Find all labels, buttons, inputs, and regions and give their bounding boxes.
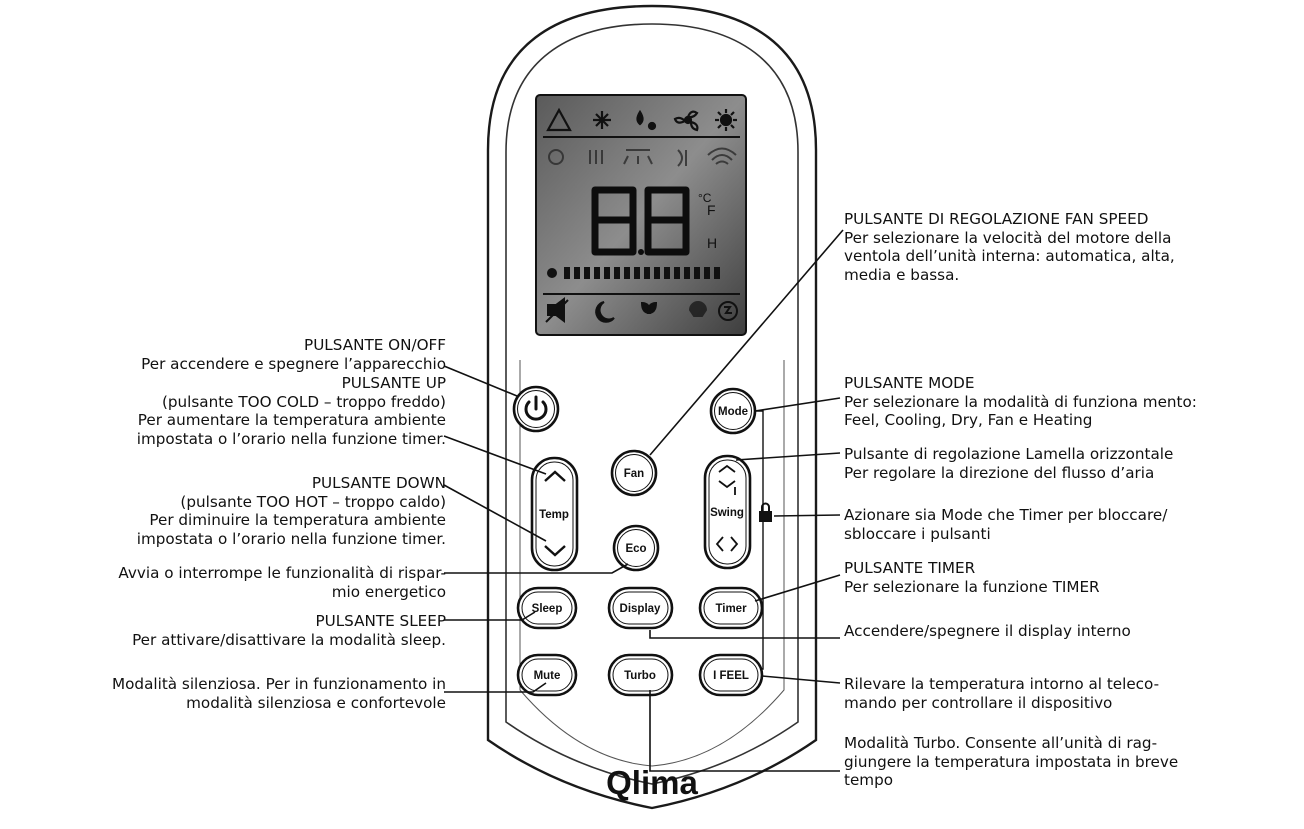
power-icon [524,400,548,421]
label-ifeel: Rilevare la temperatura intorno al telec… [844,675,1159,712]
label-swing: Pulsante di regolazione Lamella orizzont… [844,445,1173,482]
turbo-button-label: Turbo [624,670,656,682]
label-display-desc-1: Accendere/spegnere il display interno [844,622,1131,640]
label-mute-desc-2: modalità silenziosa e confortevole [186,693,446,712]
lcd-unit-h: H [707,235,717,251]
brand-logo: Qlima [606,764,698,801]
label-down-desc-2: Per diminuire la temperatura ambiente [149,511,446,529]
temp-up-icon[interactable] [544,470,566,482]
label-up-desc-2: Per aumentare la temperatura ambiente [137,411,446,429]
display-button-label: Display [620,603,662,615]
label-turbo-desc-2: giungere la temperatura impostata in bre… [844,752,1179,771]
eco-button-label: Eco [625,543,646,555]
label-up-desc-1: (pulsante TOO COLD – troppo freddo) [161,392,446,411]
lcd-bottom-icons [545,297,738,323]
label-timer: PULSANTE TIMER Per selezionare la funzio… [844,559,1100,596]
swing-vertical-icon [718,464,736,495]
label-on-off-desc-1: Per accendere e spegnere l’apparecchio [141,354,446,373]
label-on-off-title: PULSANTE ON/OFF [304,336,446,354]
label-turbo-desc-1: Modalità Turbo. Consente all’unità di ra… [844,734,1158,752]
lcd-unit-c: °C [698,191,712,205]
temp-down-icon[interactable] [544,545,566,557]
label-down-desc-1: (pulsante TOO HOT – troppo caldo) [180,492,446,511]
turbo-button[interactable]: Turbo [607,653,674,697]
label-sleep-title: PULSANTE SLEEP [315,612,446,630]
label-eco: Avvia o interrompe le funzionalità di ri… [118,564,446,601]
label-up-title: PULSANTE UP [341,374,446,392]
timer-button[interactable]: Timer [698,586,764,630]
label-on-off: PULSANTE ON/OFF Per accendere e spegnere… [141,336,446,373]
power-button[interactable] [512,385,560,433]
label-swing-desc-1: Per regolare la direzione del flusso d’a… [844,463,1155,482]
label-lock-desc-2: sbloccare i pulsanti [844,524,991,543]
sleep-button-label: Sleep [532,603,563,615]
timer-button-label: Timer [715,603,747,615]
label-lock: Azionare sia Mode che Timer per bloccare… [844,506,1167,543]
mode-button-label: Mode [718,406,748,418]
label-fan-speed-desc-1: Per selezionare la velocità del motore d… [844,228,1172,247]
ifeel-button-label: I FEEL [713,670,749,682]
ifeel-button[interactable]: I FEEL [698,653,764,697]
mode-button[interactable]: Mode [709,387,757,435]
label-ifeel-desc-1: Rilevare la temperatura intorno al telec… [844,675,1160,693]
label-up: PULSANTE UP (pulsante TOO COLD – troppo … [137,374,446,448]
mute-button-label: Mute [534,670,561,682]
swing-rocker-button[interactable]: Swing [703,454,752,570]
label-display: Accendere/spegnere il display interno [844,622,1131,641]
lcd-fan-speed-bar [547,267,720,279]
label-down: PULSANTE DOWN (pulsante TOO HOT – troppo… [137,474,446,548]
fan-button[interactable]: Fan [610,449,658,497]
label-fan-speed-desc-2: ventola dell’unità interna: automatica, … [844,247,1175,265]
label-turbo: Modalità Turbo. Consente all’unità di ra… [844,734,1178,790]
label-down-title: PULSANTE DOWN [311,474,446,492]
label-mute: Modalità silenziosa. Per in funzionament… [112,675,446,712]
label-fan-speed-title: PULSANTE DI REGOLAZIONE FAN SPEED [844,210,1149,228]
label-eco-desc-1: Avvia o interrompe le funzionalità di ri… [118,564,446,582]
lcd-display: °C F H [535,94,747,336]
lcd-digits [591,186,690,256]
label-ifeel-desc-2: mando per controllare il dispositivo [844,693,1113,712]
swing-horizontal-icon [715,536,739,552]
lcd-unit-f: F [707,202,716,218]
label-timer-title: PULSANTE TIMER [844,559,976,577]
lcd-status-icons [548,147,737,167]
label-swing-title: Pulsante di regolazione Lamella orizzont… [844,445,1174,463]
label-turbo-desc-3: tempo [844,771,894,789]
label-fan-speed: PULSANTE DI REGOLAZIONE FAN SPEED Per se… [844,210,1175,284]
label-mute-desc-1: Modalità silenziosa. Per in funzionament… [112,675,446,693]
eco-button[interactable]: Eco [612,524,660,572]
display-button[interactable]: Display [607,586,674,630]
label-mode-desc-2: Feel, Cooling, Dry, Fan e Heating [844,411,1093,429]
label-sleep: PULSANTE SLEEP Per attivare/disattivare … [132,612,446,649]
label-down-desc-3: impostata o l’orario nella funzione time… [136,529,446,548]
swing-button-label: Swing [710,507,744,519]
label-fan-speed-desc-3: media e bassa. [844,265,960,284]
label-eco-desc-2: mio energetico [331,582,446,601]
buttons: Mode Fan Temp Swing [512,385,772,697]
label-mode-title: PULSANTE MODE [844,374,975,392]
label-up-desc-3: impostata o l’orario nella funzione time… [136,429,446,448]
label-sleep-desc-1: Per attivare/disattivare la modalità sle… [132,630,446,649]
label-lock-desc-1: Azionare sia Mode che Timer per bloccare… [844,506,1168,524]
fan-button-label: Fan [624,468,644,480]
mute-button[interactable]: Mute [516,653,578,697]
temp-rocker-button[interactable]: Temp [530,456,579,572]
leader-lines [443,229,844,772]
label-mode-desc-1: Per selezionare la modalità di funziona … [844,392,1197,411]
temp-button-label: Temp [539,509,569,521]
sleep-button[interactable]: Sleep [516,586,578,630]
label-mode: PULSANTE MODE Per selezionare la modalit… [844,374,1197,430]
lcd-mode-icons [546,107,737,132]
label-timer-desc-1: Per selezionare la funzione TIMER [844,577,1100,596]
